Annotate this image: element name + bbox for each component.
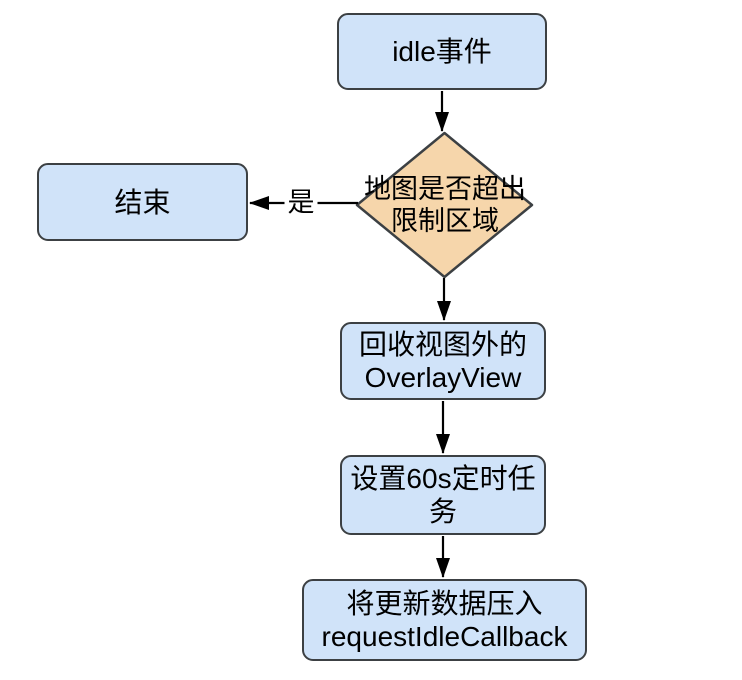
node-timer-line1: 设置60s定时任	[350, 463, 536, 494]
decision-label-line1: 地图是否超出	[364, 174, 526, 204]
node-end-label: 结束	[114, 186, 171, 218]
node-recycle-line1: 回收视图外的	[358, 329, 527, 360]
node-recycle-line2: OverlayView	[364, 362, 522, 393]
edge-yes-label: 是	[284, 189, 318, 217]
node-timer-line2: 务	[428, 496, 457, 527]
decision-diamond-shape	[355, 131, 534, 279]
node-push-line1: 将更新数据压入	[346, 588, 543, 619]
node-timer-task: 设置60s定时任 务	[340, 455, 546, 535]
node-decision-label: 地图是否超出 限制区域	[350, 163, 540, 247]
node-recycle-overlayview: 回收视图外的 OverlayView	[340, 322, 546, 400]
node-idle-event: idle事件	[337, 13, 547, 90]
node-push-callback: 将更新数据压入 requestIdleCallback	[302, 579, 587, 661]
decision-label-line2: 限制区域	[391, 206, 499, 236]
node-push-line2: requestIdleCallback	[321, 621, 568, 652]
node-end: 结束	[37, 163, 248, 241]
node-idle-event-label: idle事件	[392, 36, 492, 67]
